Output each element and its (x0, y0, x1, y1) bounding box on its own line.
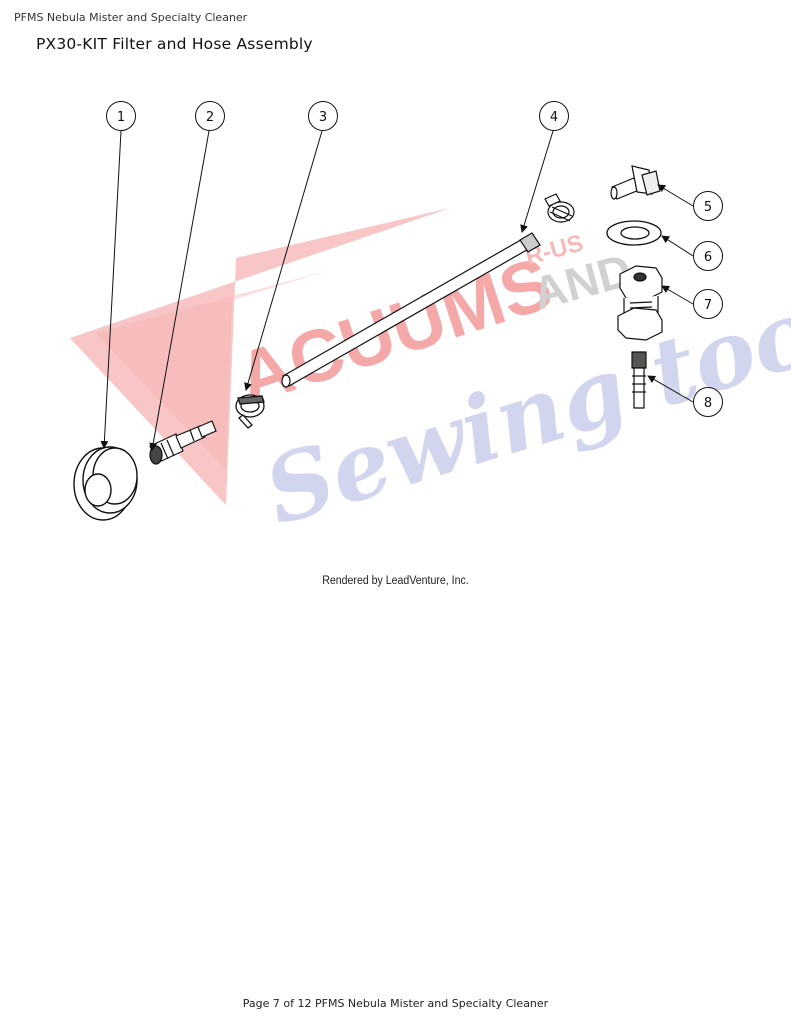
document-header: PFMS Nebula Mister and Specialty Cleaner (14, 11, 248, 24)
render-credit: Rendered by LeadVenture, Inc. (322, 575, 469, 587)
watermark-logo: ACUUMS R-US AND Sewing too (70, 208, 791, 546)
part-3-hose-clamp (235, 394, 265, 429)
svg-text:7: 7 (704, 298, 712, 313)
watermark-v-shape (70, 208, 450, 505)
callout-1: 1 (106, 101, 136, 131)
part-1-filter (73, 446, 138, 521)
callout-6: 6 (693, 241, 723, 271)
svg-text:8: 8 (704, 396, 712, 411)
page-title: PX30-KIT Filter and Hose Assembly (36, 35, 313, 53)
leader-lines (100, 130, 694, 451)
part-4-hose-tube (281, 193, 575, 388)
callout-2: 2 (195, 101, 225, 131)
part-5-elbow-fitting (610, 165, 661, 200)
svg-text:2: 2 (206, 110, 214, 125)
svg-text:5: 5 (704, 200, 712, 215)
callout-7: 7 (693, 289, 723, 319)
part-2-barb-adapter (149, 420, 217, 465)
page-footer: Page 7 of 12 PFMS Nebula Mister and Spec… (242, 997, 549, 1010)
callout-5: 5 (693, 191, 723, 221)
svg-text:6: 6 (704, 250, 712, 265)
part-8-hose-barb (631, 351, 647, 409)
part-7-bulkhead-fitting (617, 265, 663, 341)
part-6-washer (606, 220, 662, 246)
callout-4: 4 (539, 101, 569, 131)
callout-3: 3 (308, 101, 338, 131)
callout-8: 8 (693, 387, 723, 417)
svg-text:4: 4 (550, 110, 558, 125)
svg-text:1: 1 (117, 110, 125, 125)
svg-text:3: 3 (319, 110, 327, 125)
